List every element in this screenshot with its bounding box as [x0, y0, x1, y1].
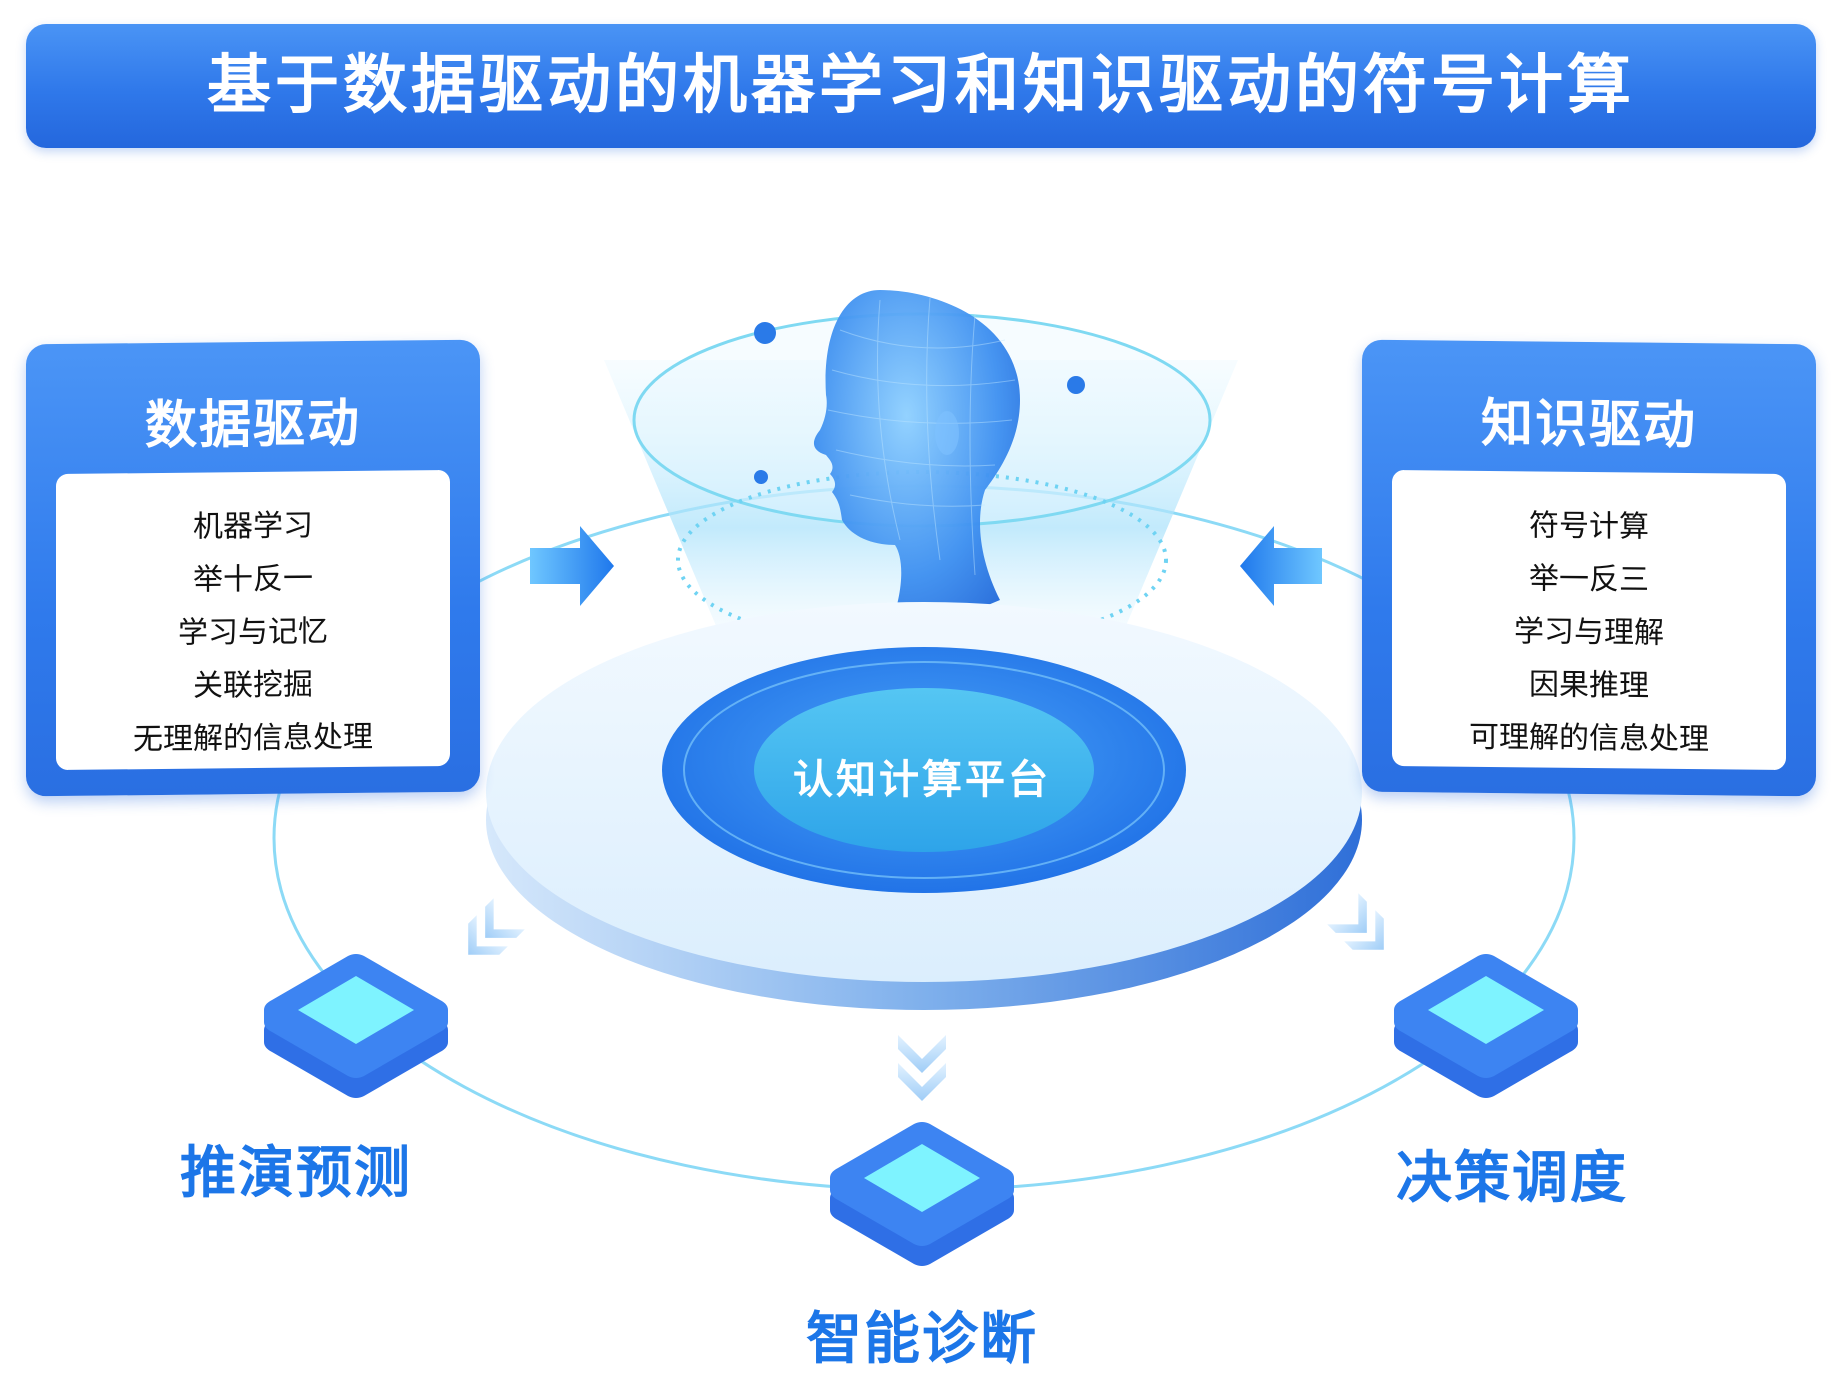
list-item: 符号计算	[1529, 508, 1649, 545]
output-label-diagnosis: 智能诊断	[806, 1307, 1038, 1372]
right-arrow-icon	[530, 526, 614, 606]
output-label-scheduling: 决策调度	[1396, 1146, 1628, 1211]
knowledge-driven-list-box: 符号计算 举一反三 学习与理解 因果推理 可理解的信息处理	[1392, 469, 1786, 771]
knowledge-driven-list: 符号计算 举一反三 学习与理解 因果推理 可理解的信息处理	[1392, 470, 1786, 767]
data-driven-panel: 数据驱动 机器学习 举十反一 学习与记忆 关联挖掘 无理解的信息处理	[26, 339, 480, 797]
knowledge-driven-title: 知识驱动	[1480, 393, 1697, 457]
title-banner: 基于数据驱动的机器学习和知识驱动的符号计算	[26, 24, 1816, 148]
chevron-down-icon	[898, 1035, 946, 1101]
list-item: 学习与记忆	[178, 614, 328, 651]
left-arrow-icon	[1240, 526, 1322, 606]
list-item: 因果推理	[1529, 667, 1649, 704]
chip-icon	[264, 954, 448, 1098]
chevron-down-icon	[468, 898, 525, 955]
dotted-ring	[676, 470, 1168, 650]
data-driven-title: 数据驱动	[144, 393, 361, 457]
data-driven-list-box: 机器学习 举十反一 学习与记忆 关联挖掘 无理解的信息处理	[56, 469, 450, 771]
list-item: 学习与理解	[1514, 614, 1664, 651]
cognitive-platform-label: 认知计算平台	[793, 757, 1051, 803]
data-driven-list: 机器学习 举十反一 学习与记忆 关联挖掘 无理解的信息处理	[56, 470, 450, 767]
orbit-dot	[754, 322, 776, 344]
chip-icon	[1394, 954, 1578, 1098]
list-item: 机器学习	[193, 508, 313, 545]
knowledge-driven-panel: 知识驱动 符号计算 举一反三 学习与理解 因果推理 可理解的信息处理	[1362, 339, 1816, 797]
output-label-prediction: 推演预测	[180, 1141, 412, 1206]
head-icon	[813, 290, 1020, 650]
list-item: 关联挖掘	[193, 667, 313, 704]
orbit-dot	[1067, 376, 1085, 394]
list-item: 举十反一	[193, 561, 313, 598]
list-item: 可理解的信息处理	[1469, 719, 1709, 758]
chevron-down-icon	[1327, 893, 1384, 950]
page-title: 基于数据驱动的机器学习和知识驱动的符号计算	[207, 49, 1635, 123]
list-item: 无理解的信息处理	[133, 719, 373, 758]
chip-icon	[830, 1122, 1014, 1266]
orbit-dot	[754, 470, 768, 484]
hub-ring-line	[683, 661, 1165, 879]
hub-oval	[754, 688, 1094, 852]
list-item: 举一反三	[1529, 561, 1649, 598]
